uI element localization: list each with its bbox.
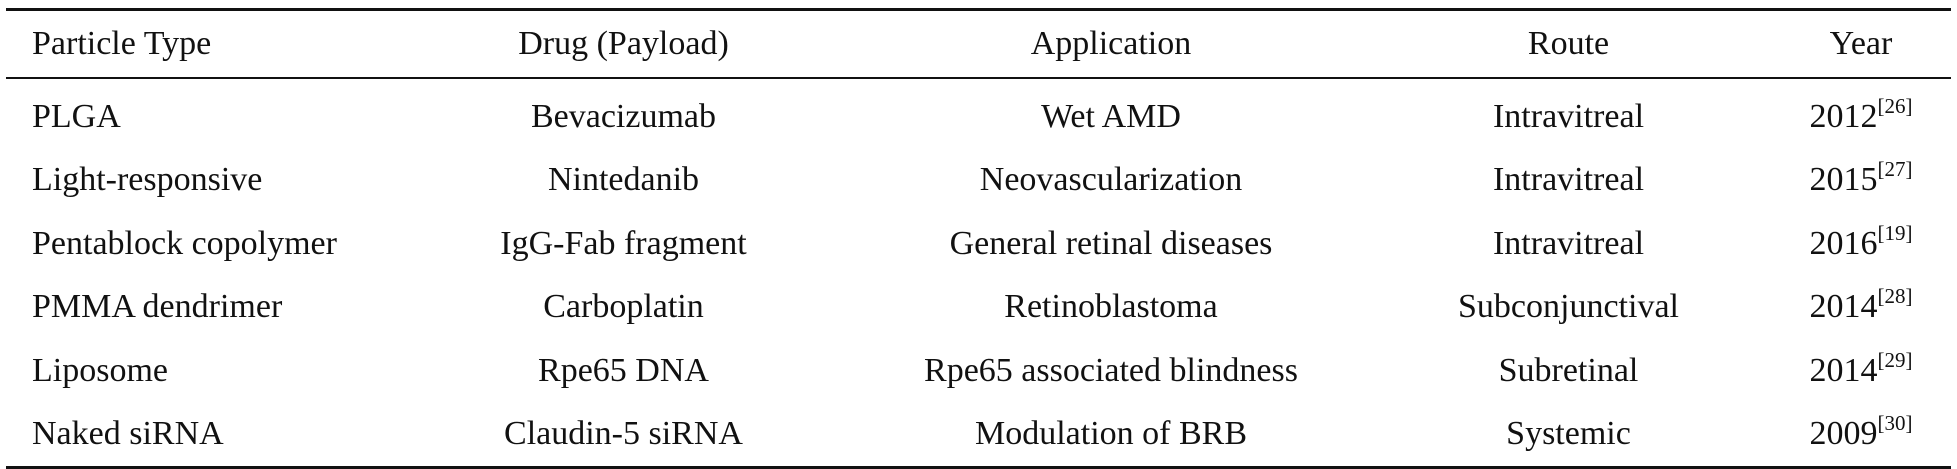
nanoparticle-table: Particle Type Drug (Payload) Application… — [6, 8, 1951, 469]
cell-drug: IgG-Fab fragment — [500, 224, 747, 262]
cell-route: Subretinal — [1498, 351, 1639, 389]
cell-application: Retinoblastoma — [1004, 288, 1218, 326]
citation-ref: [28] — [1877, 284, 1913, 309]
table-row: Naked siRNA Claudin-5 siRNA Modulation o… — [6, 403, 1951, 468]
table-container: Particle Type Drug (Payload) Application… — [6, 8, 1951, 469]
header-route: Route — [1527, 25, 1610, 62]
header-application: Application — [1030, 25, 1192, 62]
year-value: 2014 — [1809, 288, 1878, 326]
cell-application: Neovascularization — [979, 161, 1243, 199]
cell-application: General retinal diseases — [949, 224, 1273, 262]
header-year: Year — [1829, 25, 1893, 62]
cell-year: 2012[26] — [1771, 78, 1951, 149]
cell-route: Intravitreal — [1492, 97, 1645, 135]
cell-year: 2015[27] — [1771, 149, 1951, 213]
table-row: Light-responsive Nintedanib Neovasculari… — [6, 149, 1951, 213]
header-drug-payload: Drug (Payload) — [518, 25, 729, 62]
cell-drug: Carboplatin — [543, 288, 704, 326]
cell-application: Wet AMD — [1041, 97, 1181, 135]
table-row: PMMA dendrimer Carboplatin Retinoblastom… — [6, 276, 1951, 340]
header-particle-type: Particle Type — [32, 25, 212, 62]
cell-particle: Pentablock copolymer — [32, 224, 337, 262]
citation-ref: [26] — [1877, 93, 1913, 118]
cell-application: Modulation of BRB — [974, 415, 1248, 453]
year-value: 2015 — [1809, 161, 1878, 199]
cell-particle: PLGA — [32, 97, 121, 135]
header-row: Particle Type Drug (Payload) Application… — [6, 9, 1951, 78]
cell-particle: Light-responsive — [32, 161, 263, 199]
cell-drug: Claudin-5 siRNA — [504, 415, 743, 453]
cell-particle: PMMA dendrimer — [32, 288, 283, 326]
citation-ref: [27] — [1877, 157, 1913, 182]
cell-route: Intravitreal — [1492, 161, 1645, 199]
year-value: 2009 — [1809, 415, 1878, 453]
cell-route: Subconjunctival — [1458, 288, 1679, 326]
cell-route: Intravitreal — [1492, 224, 1645, 262]
citation-ref: [19] — [1877, 220, 1913, 245]
citation-ref: [29] — [1877, 347, 1913, 372]
cell-year: 2009[30] — [1771, 403, 1951, 468]
table-row: Liposome Rpe65 DNA Rpe65 associated blin… — [6, 339, 1951, 403]
table-header: Particle Type Drug (Payload) Application… — [6, 9, 1951, 78]
cell-particle: Naked siRNA — [32, 415, 224, 453]
cell-year: 2016[19] — [1771, 212, 1951, 276]
year-value: 2012 — [1809, 97, 1878, 135]
cell-drug: Nintedanib — [547, 161, 700, 199]
cell-year: 2014[28] — [1771, 276, 1951, 340]
year-value: 2016 — [1809, 224, 1878, 262]
citation-ref: [30] — [1877, 411, 1913, 436]
year-value: 2014 — [1809, 351, 1878, 389]
cell-route: Systemic — [1506, 415, 1631, 453]
cell-year: 2014[29] — [1771, 339, 1951, 403]
table-row: Pentablock copolymer IgG-Fab fragment Ge… — [6, 212, 1951, 276]
cell-drug: Rpe65 DNA — [538, 351, 709, 389]
table-row: PLGA Bevacizumab Wet AMD Intravitreal 20… — [6, 78, 1951, 149]
table-body: PLGA Bevacizumab Wet AMD Intravitreal 20… — [6, 78, 1951, 468]
cell-drug: Bevacizumab — [530, 97, 717, 135]
cell-application: Rpe65 associated blindness — [924, 351, 1298, 389]
cell-particle: Liposome — [32, 351, 168, 389]
